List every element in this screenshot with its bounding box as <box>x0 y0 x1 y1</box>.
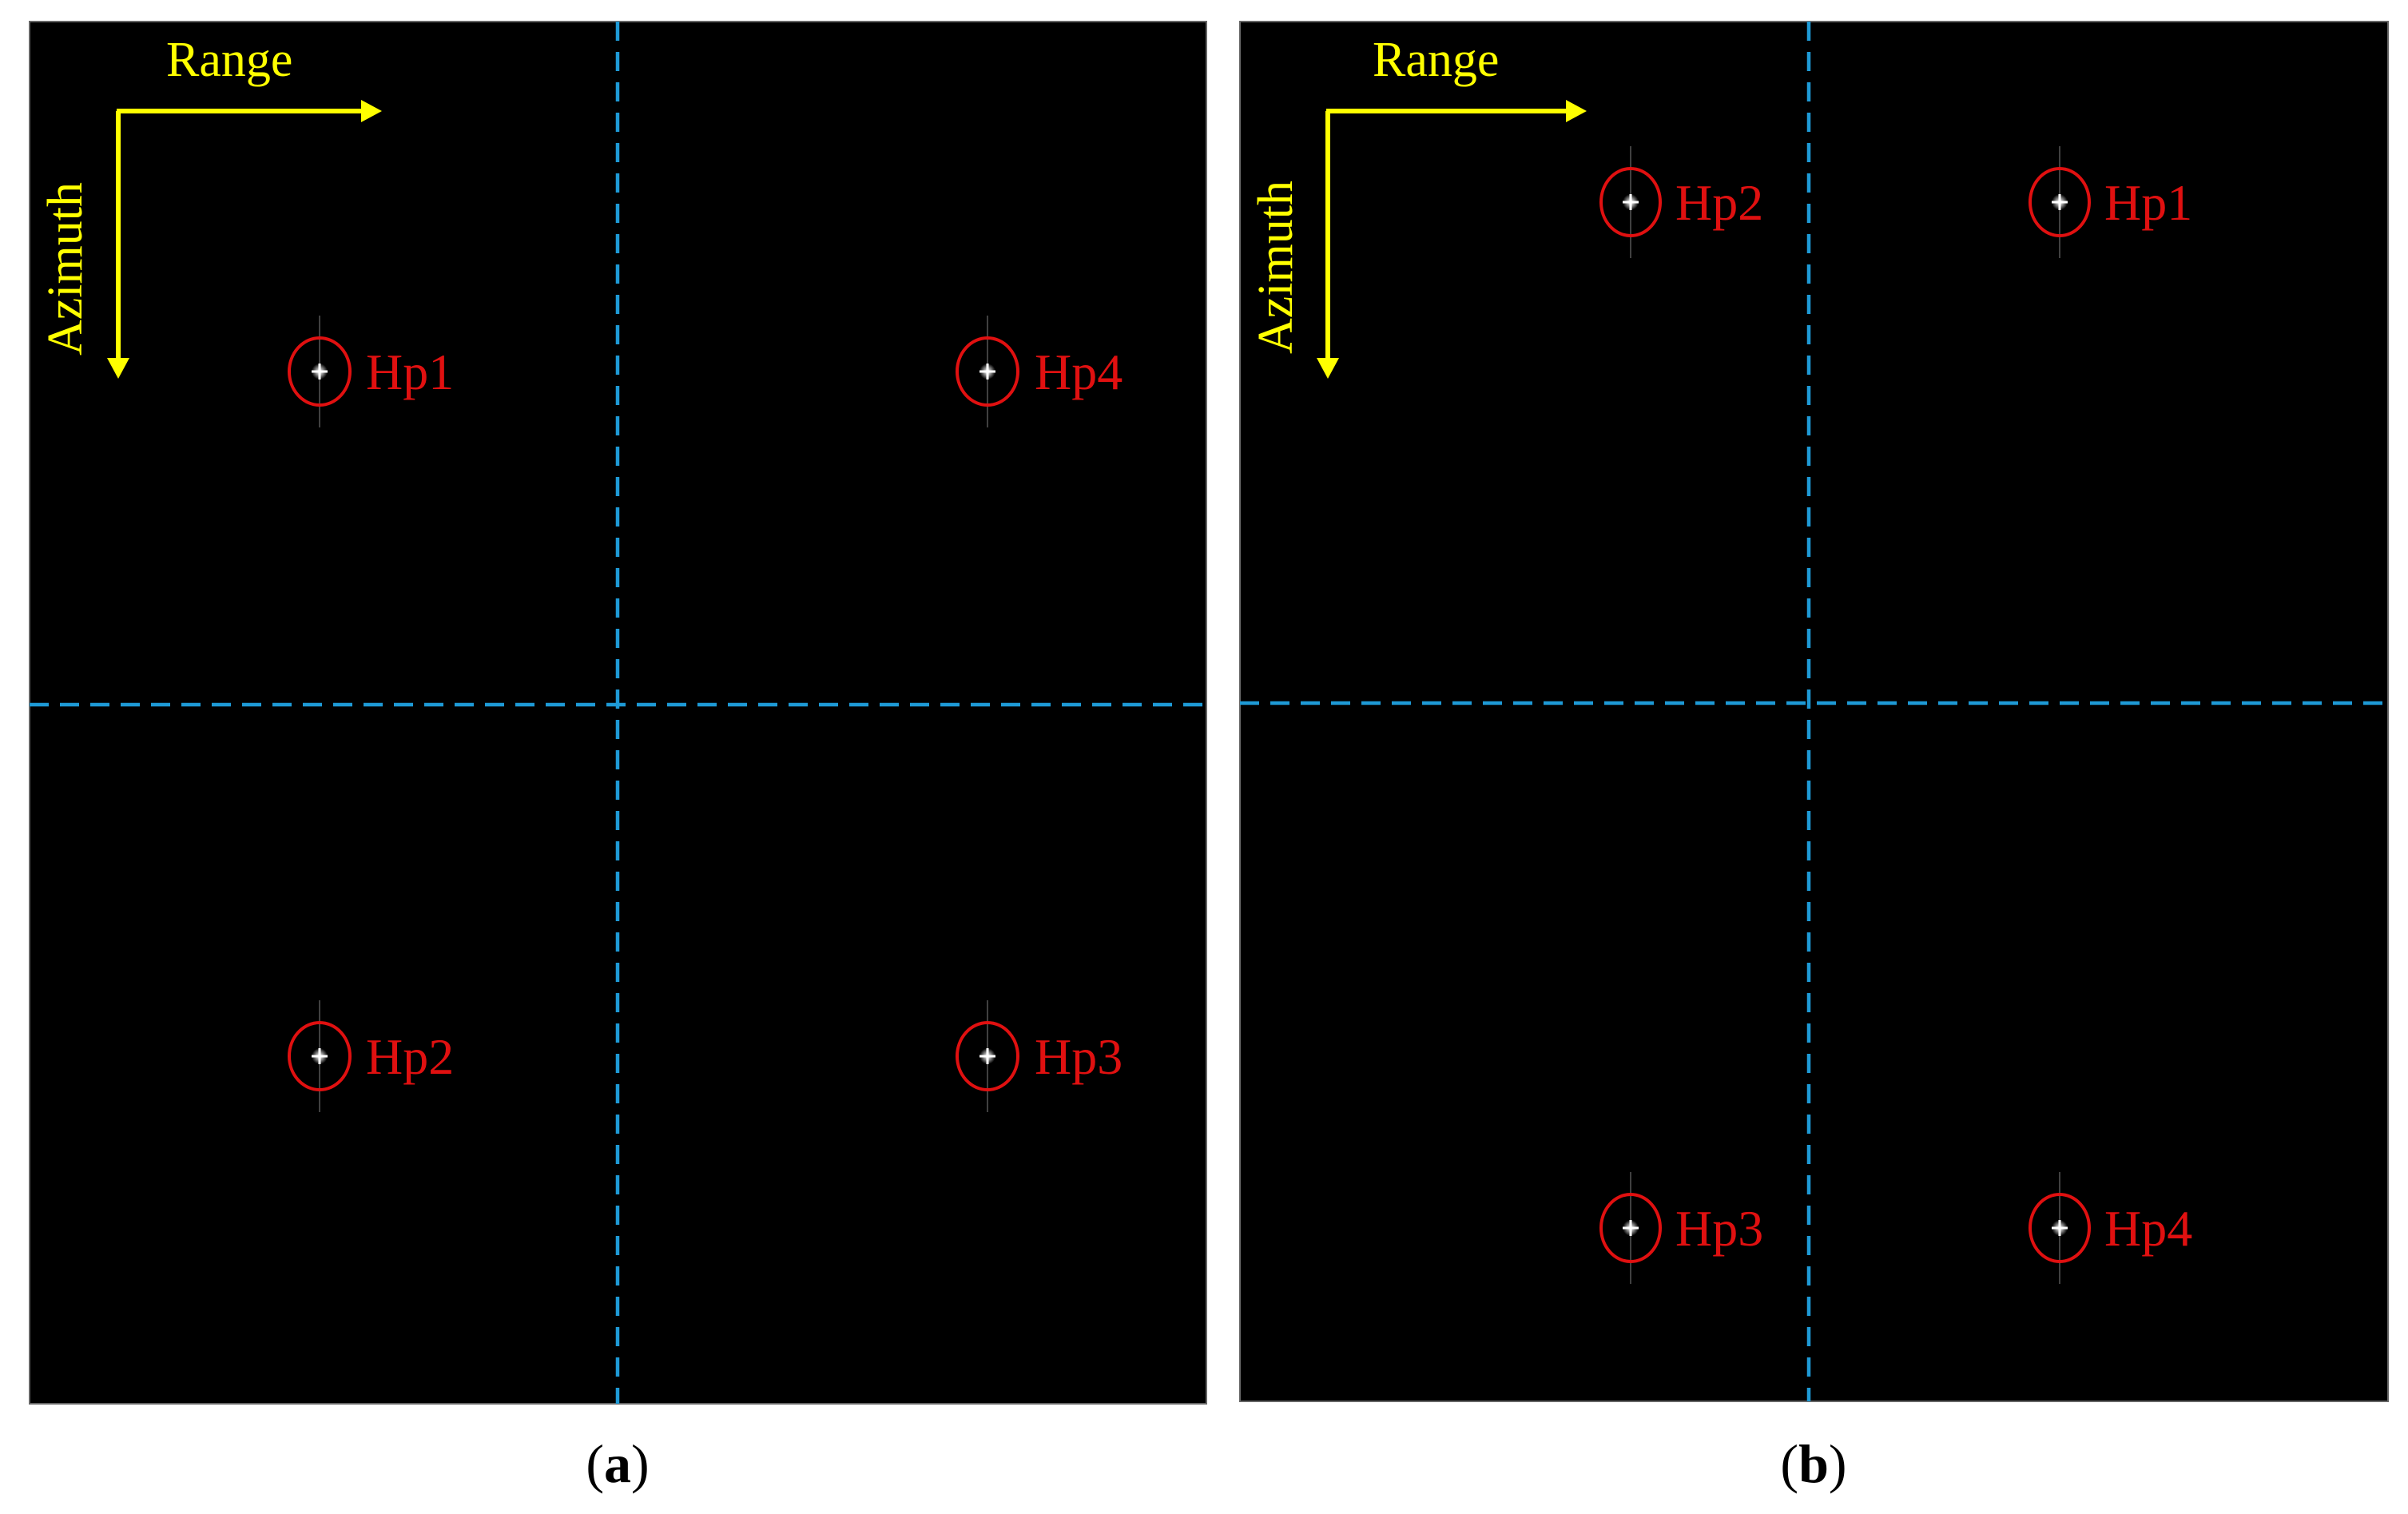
target-marker-circle <box>1599 1193 1662 1263</box>
target-marker-circle <box>288 1021 352 1091</box>
panel-b: Range Azimuth Hp2 Hp1 <box>1239 21 2389 1494</box>
target-label: Hp4 <box>2104 1200 2192 1257</box>
panel-b-azimuth-label: Azimuth <box>1249 181 1303 354</box>
panel-b-azimuth-arrowhead <box>1317 358 1339 379</box>
panel-a-range-label: Range <box>166 33 292 87</box>
panel-a: Range Azimuth Hp1 Hp4 <box>29 21 1207 1494</box>
target-marker-circle <box>956 1021 1019 1091</box>
target-label: Hp4 <box>1035 344 1123 400</box>
target-hp4: Hp4 <box>1866 1172 2249 1284</box>
target-marker-circle <box>2029 167 2091 237</box>
panel-b-range-label: Range <box>1373 33 1499 87</box>
panel-b-range-arrowhead <box>1566 100 1587 122</box>
target-label: Hp1 <box>366 344 454 400</box>
target-marker-circle <box>2029 1193 2091 1263</box>
target-hp3: Hp3 <box>795 1000 1182 1112</box>
panel-a-azimuth-label: Azimuth <box>38 182 93 356</box>
panel-a-image <box>29 21 1207 1405</box>
target-marker-circle <box>288 336 352 407</box>
panel-a-azimuth-arrowhead <box>107 358 129 379</box>
target-hp2: Hp2 <box>1418 146 1830 258</box>
target-marker-circle <box>956 336 1019 407</box>
panel-b-image <box>1239 21 2389 1402</box>
panel-a-range-arrowhead <box>361 100 382 122</box>
target-label: Hp3 <box>1675 1200 1763 1257</box>
panel-b-caption: (b) <box>1780 1433 1846 1494</box>
target-hp1: Hp1 <box>1866 146 2249 258</box>
panel-a-caption: (a) <box>586 1433 649 1494</box>
target-marker-circle <box>1599 167 1662 237</box>
target-hp3: Hp3 <box>1418 1172 1830 1284</box>
target-label: Hp1 <box>2104 174 2192 231</box>
target-label: Hp2 <box>1675 174 1763 231</box>
target-label: Hp2 <box>366 1028 454 1085</box>
target-hp2: Hp2 <box>84 1000 531 1112</box>
target-hp1: Hp1 <box>80 316 531 427</box>
target-hp4: Hp4 <box>795 316 1182 427</box>
target-label: Hp3 <box>1035 1028 1123 1085</box>
